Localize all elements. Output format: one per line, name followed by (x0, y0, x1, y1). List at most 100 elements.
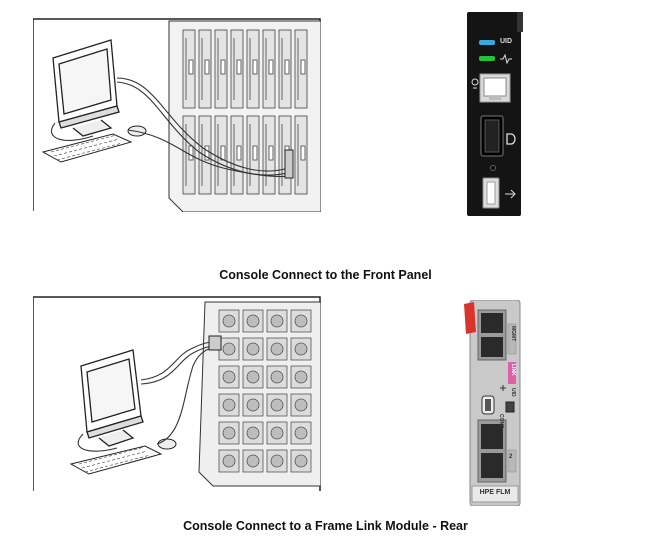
fan-icon (270, 398, 284, 412)
fan-icon (222, 314, 236, 328)
fan-icon (294, 426, 308, 440)
rear-connection-diagram (33, 296, 321, 492)
key (106, 460, 111, 462)
console-cable (50, 77, 292, 178)
key (65, 147, 70, 149)
console-connector (208, 335, 222, 351)
fan-icon (222, 370, 236, 384)
key (93, 459, 98, 461)
key (124, 460, 129, 462)
blade-handle (236, 145, 242, 161)
key (110, 135, 115, 137)
key (71, 155, 76, 157)
key (98, 457, 103, 460)
key (113, 453, 118, 456)
key (141, 451, 146, 453)
uplink-ports (477, 419, 507, 483)
key (91, 464, 96, 466)
fan-icon (222, 426, 236, 440)
key (111, 459, 116, 461)
key (61, 157, 66, 159)
key (86, 465, 91, 467)
blade-handle (220, 145, 226, 161)
key (100, 137, 105, 140)
key (101, 147, 106, 149)
key (66, 156, 71, 158)
key (76, 153, 81, 156)
key (88, 145, 93, 148)
key (50, 150, 55, 153)
key (93, 144, 98, 146)
blade-handle (300, 59, 306, 75)
key (55, 149, 60, 151)
blade-handle (252, 59, 258, 75)
key (144, 455, 149, 457)
key (85, 141, 90, 144)
key (126, 455, 131, 457)
key (68, 151, 73, 153)
key (99, 467, 104, 469)
fan-icon (270, 370, 284, 384)
fan-icon (222, 398, 236, 412)
network-icon (471, 78, 479, 89)
blade-handle (284, 59, 290, 75)
key (116, 457, 121, 460)
key (111, 144, 116, 146)
console-connector (284, 149, 294, 179)
fan-icon (246, 342, 260, 356)
key (70, 145, 75, 148)
link-icon (500, 385, 506, 391)
key (94, 468, 99, 470)
key (60, 148, 65, 150)
flm-label: HPE FLM (479, 489, 511, 496)
key (129, 459, 134, 461)
key (96, 463, 101, 465)
rear-caption: Console Connect to a Frame Link Module -… (183, 519, 468, 533)
key (103, 141, 108, 144)
key (83, 147, 88, 149)
key (128, 449, 133, 452)
key (108, 455, 113, 457)
key (56, 158, 61, 161)
fan-icon (294, 398, 308, 412)
usb-port (482, 177, 500, 209)
front-connection-diagram (33, 18, 321, 212)
fan-icon (222, 454, 236, 468)
usb-icon (505, 189, 516, 199)
key (98, 143, 103, 145)
key (101, 461, 106, 464)
keyboard-icon (41, 133, 133, 163)
fan-icon (246, 398, 260, 412)
fan-icon (270, 454, 284, 468)
fan-icon (294, 454, 308, 468)
key (81, 466, 86, 469)
blade-handle (300, 145, 306, 161)
blade-handle (188, 145, 194, 161)
key (106, 145, 111, 148)
console-usb-port (481, 395, 495, 415)
fan-icon (246, 314, 260, 328)
health-led (479, 56, 495, 61)
fan-icon (246, 426, 260, 440)
blade-handle (204, 145, 210, 161)
key (121, 456, 126, 458)
key (96, 148, 101, 150)
key (109, 464, 114, 466)
key (53, 154, 58, 157)
ethernet-port (479, 73, 511, 103)
release-latch (464, 302, 476, 334)
port-2-strip (507, 449, 517, 473)
blade-handle (204, 59, 210, 75)
uid-button (505, 401, 515, 413)
fan-icon (270, 426, 284, 440)
front-panel-device: UID (465, 12, 525, 216)
monitor-icon (80, 349, 144, 447)
fan-icon (294, 314, 308, 328)
cons-label: CONS (498, 414, 504, 429)
key (119, 461, 124, 464)
key (136, 452, 141, 454)
key (138, 447, 143, 449)
fan-icon (294, 342, 308, 356)
key (123, 451, 128, 453)
key (63, 152, 68, 154)
